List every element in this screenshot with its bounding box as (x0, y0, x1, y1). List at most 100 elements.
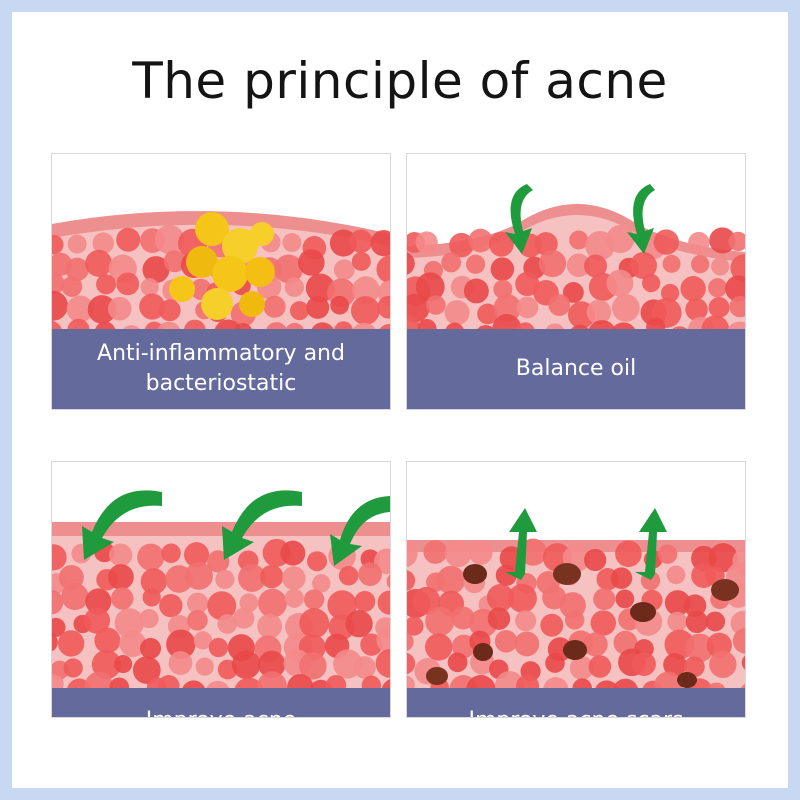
skin-cell (662, 254, 681, 273)
panel-anti-inflammatory: Anti-inflammatory and bacteriostatic (51, 153, 391, 410)
skin-cell (312, 574, 331, 593)
caption-band: Balance oil (407, 329, 745, 409)
skin-cell (327, 590, 357, 620)
skin-cell (107, 296, 132, 321)
skin-cell (477, 303, 498, 325)
skin-cell (493, 279, 513, 299)
skin-cell (629, 251, 657, 280)
skin-cell (349, 229, 373, 253)
skin-cell (415, 231, 438, 254)
caption-line: Improve acne scars (468, 706, 683, 718)
skin-cell (84, 671, 113, 688)
skin-cell (569, 656, 594, 680)
skin-cell (376, 627, 390, 653)
skin-cell (260, 564, 284, 589)
curved-arrows-in-icon (82, 490, 390, 566)
skin-cell (193, 631, 213, 650)
skin-cell (333, 259, 355, 281)
skin-cell (741, 683, 745, 688)
skin-cell (632, 652, 656, 677)
skin-cell (487, 607, 511, 630)
skin-cell (516, 322, 535, 329)
skin-cell (352, 322, 376, 329)
skin-cell (729, 296, 745, 318)
skin-cell (382, 679, 390, 688)
skin-cell (709, 227, 736, 254)
skin-cells (407, 538, 745, 688)
skin-cell (67, 318, 90, 329)
skin-cell (516, 296, 539, 319)
skin-cells (52, 538, 390, 688)
skin-cell (350, 296, 380, 325)
skin-cell (683, 656, 705, 678)
skin-cell (299, 652, 327, 680)
skin-cell (661, 283, 680, 303)
skin-cell (370, 230, 390, 257)
skin-cell (184, 542, 210, 568)
skin-cell (377, 590, 390, 615)
skin-cell (415, 272, 445, 302)
skin-cell (83, 607, 111, 634)
skin-cell (280, 540, 306, 566)
skin-cell (730, 254, 745, 282)
skin-cell (154, 224, 185, 255)
skin-cell (334, 321, 353, 329)
skin-cell (299, 608, 330, 639)
skin-cell (116, 272, 140, 296)
skin-cell (606, 269, 634, 297)
skin-cell (298, 249, 325, 276)
curved-arrows-down-icon (505, 184, 655, 254)
skin-cell (727, 321, 745, 329)
skin-cell (358, 562, 382, 587)
skin-cell (161, 543, 181, 563)
skin-cell (426, 295, 446, 315)
skin-cell (490, 257, 515, 281)
skin-cell (290, 301, 310, 321)
skin-cell (66, 295, 94, 323)
skin-cell (514, 631, 540, 657)
skin-cell (516, 674, 540, 688)
skin-cell (284, 277, 305, 297)
skin-cell (465, 254, 486, 274)
double-arrows-icon (505, 508, 667, 580)
skin-cell (436, 565, 466, 595)
skin-cell (657, 544, 678, 564)
skin-cell (732, 628, 745, 654)
skin-cell (593, 588, 616, 611)
skin-cell (543, 677, 569, 688)
skin-cell (486, 584, 515, 612)
skin-cell (386, 574, 390, 589)
skin-cell (423, 540, 448, 564)
skin-cell (441, 252, 462, 273)
panel-improve-acne: Improve acne (51, 461, 391, 718)
skin-cell (705, 611, 726, 632)
skin-cell (263, 295, 286, 318)
skin-cell (477, 325, 495, 329)
skin-cell (642, 273, 661, 293)
skin-cell (571, 324, 589, 329)
skin-cell (653, 229, 679, 255)
skin-cell (495, 564, 517, 586)
skin-cell (379, 323, 390, 329)
skin-cell (109, 543, 133, 567)
skin-cell (588, 320, 616, 329)
caption-line: Anti-inflammatory and (97, 341, 345, 366)
skin-cell (239, 593, 259, 613)
skin-cell (207, 550, 230, 573)
skin-cell (61, 276, 83, 297)
skin-cell (707, 278, 728, 298)
skin-cell (67, 234, 87, 254)
skin-cell (492, 314, 522, 329)
skin-illustration (407, 154, 745, 329)
skin-cell (701, 315, 730, 329)
skin-cell (52, 617, 66, 637)
skin-cell (615, 589, 635, 609)
skin-cell (207, 591, 237, 621)
skin-cell (468, 228, 493, 253)
skin-cell (685, 633, 714, 663)
skin-cell (114, 608, 145, 638)
skin-cell (540, 613, 564, 637)
skin-cell (57, 630, 85, 657)
skin-cell (407, 616, 424, 636)
skin-cell (709, 650, 737, 679)
